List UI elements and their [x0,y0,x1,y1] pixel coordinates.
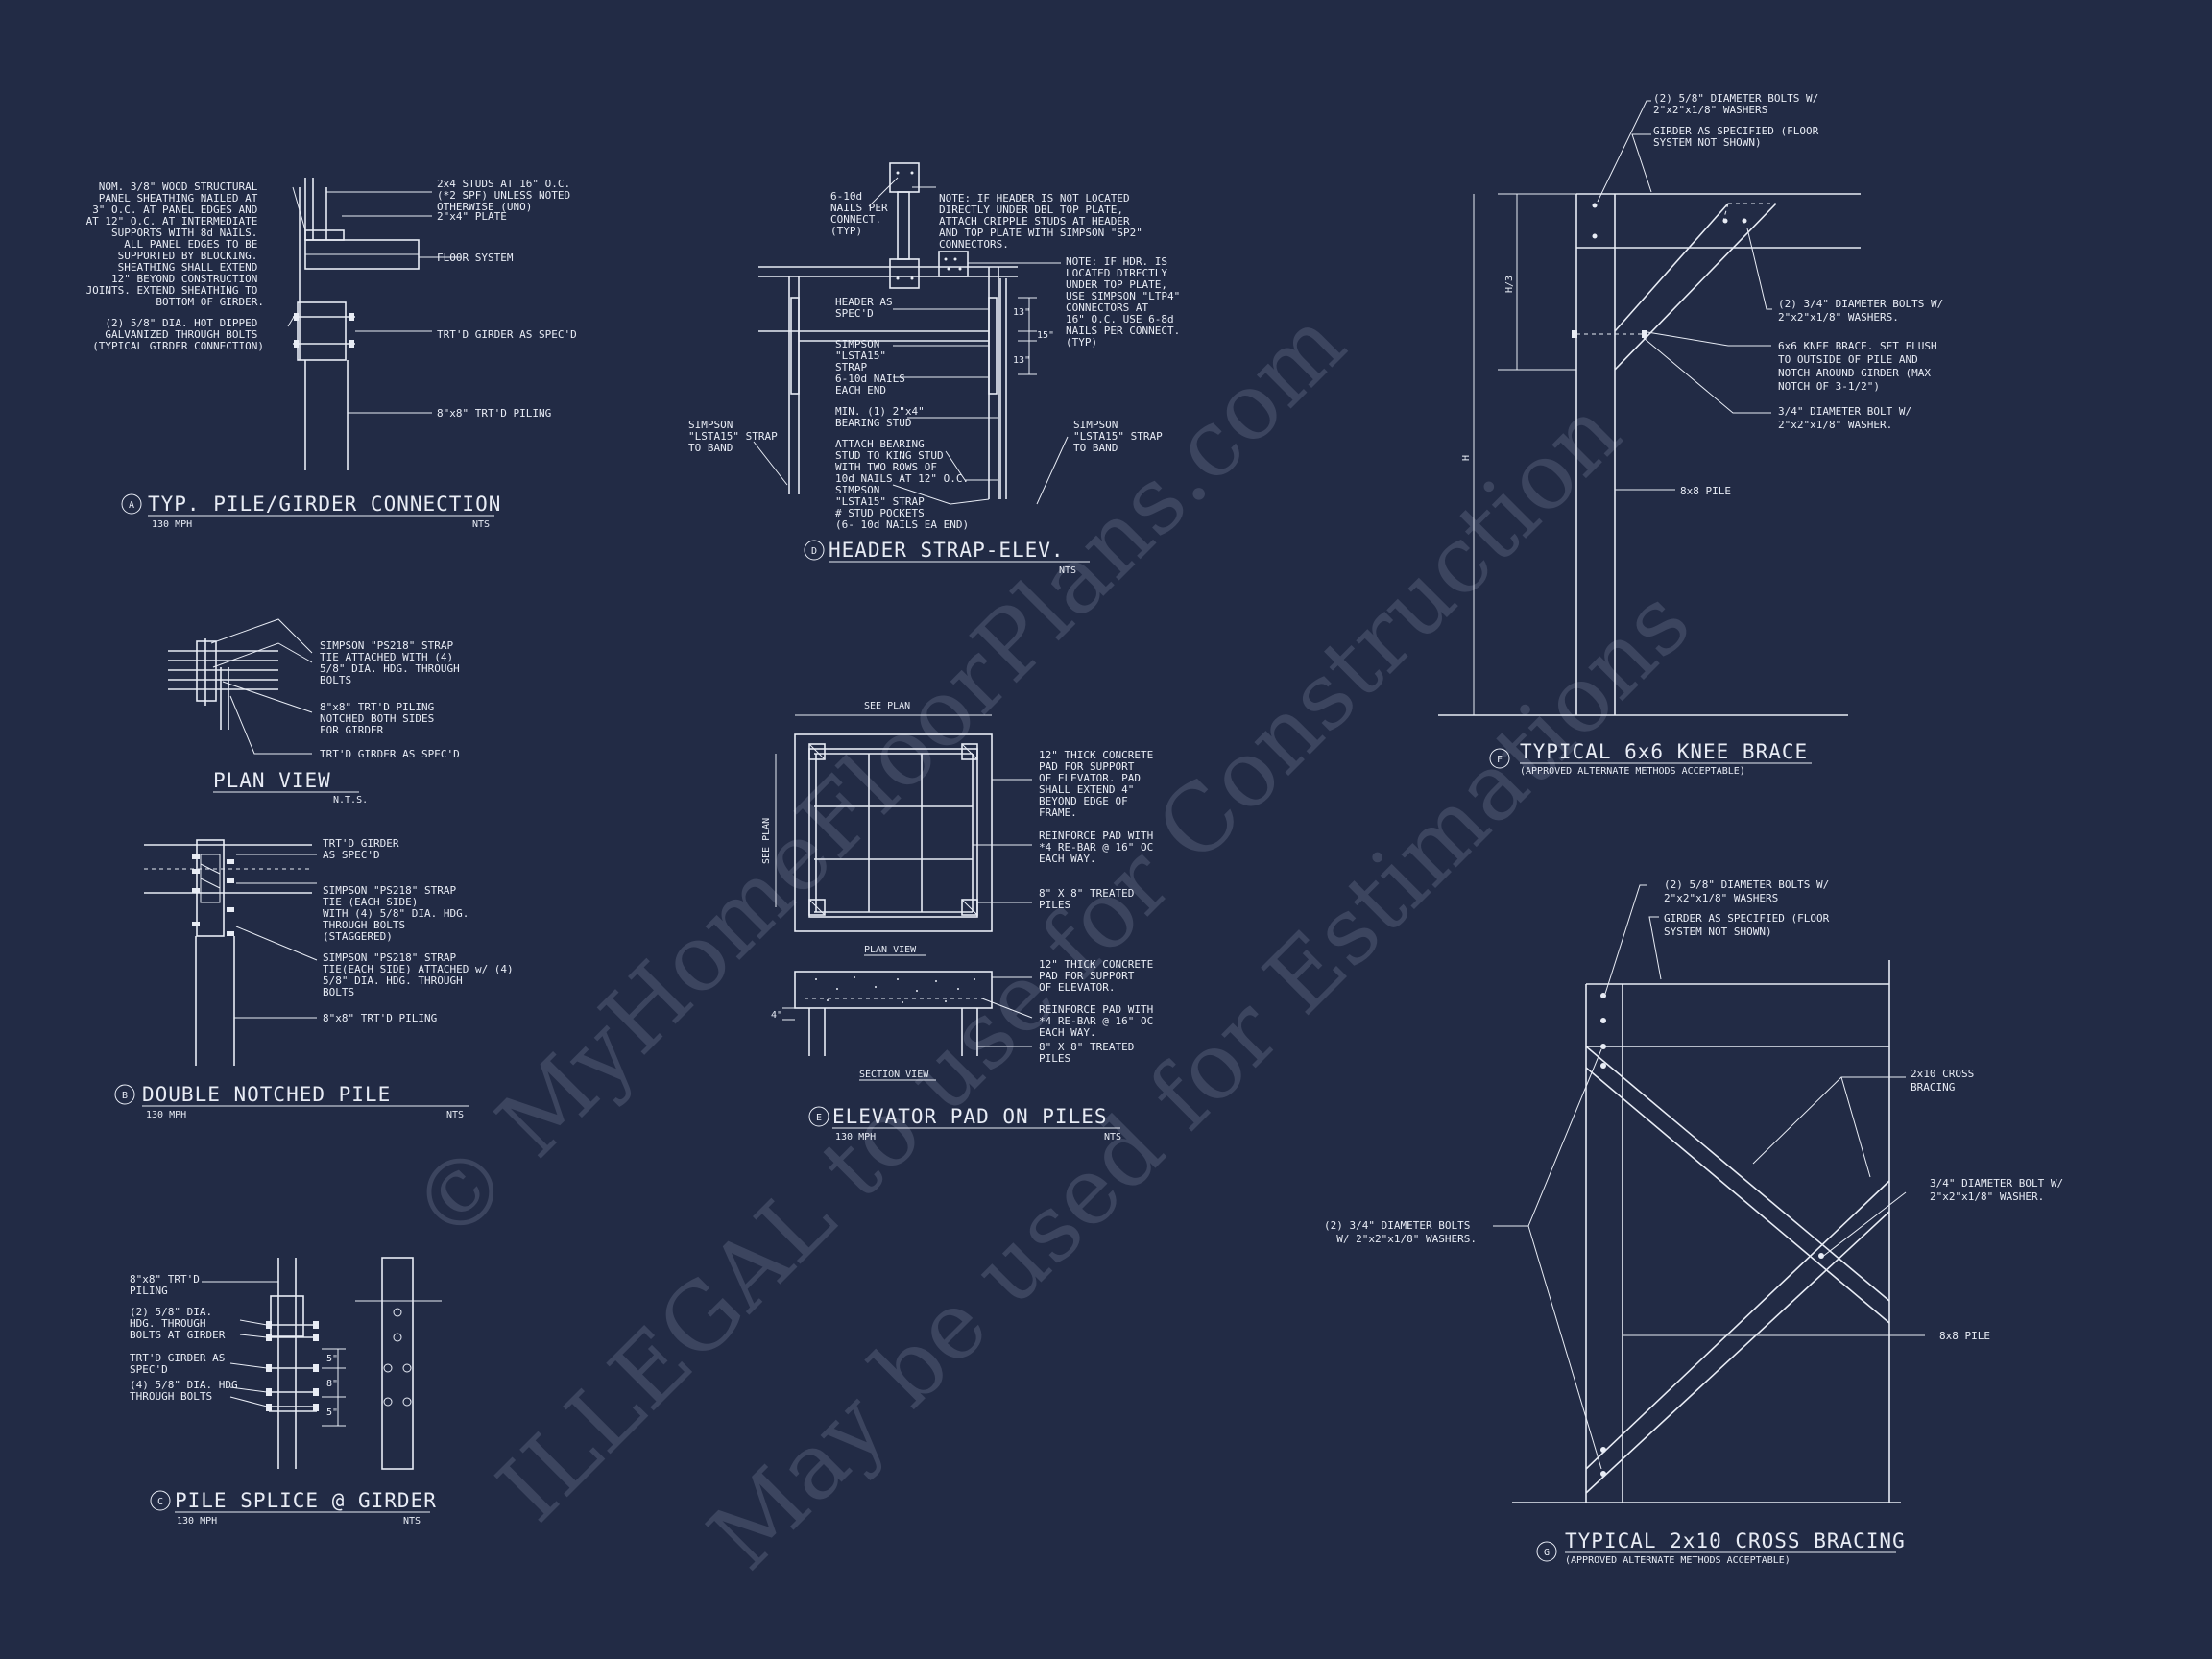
detail-d-header-strap: 13" 15" 13" 6-10d NAILS PER CONNECT. (TY… [688,162,1187,576]
detail-e-title: ELEVATOR PAD ON PILES [832,1105,1108,1128]
detail-e-note-pad2: 12" THICK CONCRETE PAD FOR SUPPORT OF EL… [1039,958,1160,994]
detail-d-note-header1: NOTE: IF HEADER IS NOT LOCATED DIRECTLY … [939,192,1149,251]
detail-d-note-header2: NOTE: IF HDR. IS LOCATED DIRECTLY UNDER … [1066,255,1187,349]
detail-c-tag: C [157,1497,163,1507]
detail-e-note-pad: 12" THICK CONCRETE PAD FOR SUPPORT OF EL… [1039,749,1160,819]
detail-c-title: PILE SPLICE @ GIRDER [175,1489,437,1512]
detail-b-note-piling: 8"x8" TRT'D PILING [323,1012,437,1024]
detail-d-note-10d: 6-10d NAILS EACH END [835,373,911,397]
detail-a-wind: 130 MPH [152,519,192,530]
detail-g-note-bolt1: 3/4" DIAMETER BOLT W/ 2"x2"x1/8" WASHER. [1930,1177,2070,1203]
detail-c-dim-3: 5" [326,1407,338,1418]
detail-d-scale: NTS [1059,565,1076,576]
detail-f-dim-h3: H/3 [1504,276,1515,293]
detail-c-note-piling: 8"x8" TRT'D PILING [130,1273,205,1297]
detail-f-note-bolts58: (2) 5/8" DIAMETER BOLTS W/ 2"x2"x1/8" WA… [1653,92,1825,116]
detail-e-note-piles2: 8" X 8" TREATED PILES [1039,1041,1141,1065]
detail-g-note-pile: 8x8 PILE [1939,1330,1990,1342]
detail-d-dim-1: 13" [1013,307,1030,318]
detail-c-dim-1: 5" [326,1354,338,1364]
detail-g-cross-bracing: (2) 5/8" DIAMETER BOLTS W/ 2"x2"x1/8" WA… [1324,878,2070,1566]
watermark-line-3: May be used for Estimations [688,568,1711,1591]
detail-b-title: DOUBLE NOTCHED PILE [142,1083,391,1106]
detail-b-note-girder: TRT'D GIRDER AS SPEC'D [323,837,405,861]
detail-e-see-plan-side: SEE PLAN [761,818,772,864]
detail-d-note-hdr: HEADER AS SPEC'D [835,296,899,320]
detail-g-note-bolts58: (2) 5/8" DIAMETER BOLTS W/ 2"x2"x1/8" WA… [1664,878,1836,904]
watermark: © MyHomeFloorPlans.com ILLEGAL to use fo… [391,289,1711,1590]
detail-g-tag: G [1544,1548,1550,1558]
detail-c-note-girder: TRT'D GIRDER AS SPEC'D [130,1352,231,1376]
detail-b-note-strap1: SIMPSON "PS218" STRAP TIE (EACH SIDE) WI… [323,884,475,943]
detail-b-wind: 130 MPH [146,1110,186,1120]
detail-c-wind: 130 MPH [177,1516,217,1527]
detail-f-note-brace: 6x6 KNEE BRACE. SET FLUSH TO OUTSIDE OF … [1778,340,1943,393]
detail-d-tag: D [811,546,817,557]
detail-g-note-cross: 2x10 CROSS BRACING [1911,1068,1981,1094]
detail-e-wind: 130 MPH [835,1132,876,1142]
detail-d-note-attach: ATTACH BEARING STUD TO KING STUD WITH TW… [835,438,969,485]
detail-a-note-sheathing: NOM. 3/8" WOOD STRUCTURAL PANEL SHEATHIN… [86,180,264,308]
detail-f-subtitle: (APPROVED ALTERNATE METHODS ACCEPTABLE) [1520,766,1745,777]
plan-view-note-girder: TRT'D GIRDER AS SPEC'D [320,748,460,760]
detail-a-note-plate: 2"x4" PLATE [437,210,507,223]
detail-a-note-floor: FLOOR SYSTEM [437,252,514,264]
detail-e-scale: NTS [1104,1132,1121,1142]
detail-c-pile-splice: 5" 8" 5" 8"x8" TRT'D PILING (2) 5/8" DIA… [130,1257,442,1527]
detail-plan-view: SIMPSON "PS218" STRAP TIE ATTACHED WITH … [168,618,466,805]
detail-e-dim-4: 4" [771,1010,782,1021]
detail-a-note-studs: 2x4 STUDS AT 16" O.C. (*2 SPF) UNLESS NO… [437,178,577,213]
detail-g-note-girder: GIRDER AS SPECIFIED (FLOOR SYSTEM NOT SH… [1664,912,1836,938]
detail-e-note-rebar2: REINFORCE PAD WITH *4 RE-BAR @ 16" OC EA… [1039,1003,1160,1039]
detail-a-title: TYP. PILE/GIRDER CONNECTION [148,493,501,516]
detail-d-note-strap: SIMPSON "LSTA15" STRAP [835,338,893,373]
detail-e-tag: E [816,1113,822,1123]
detail-d-dim-3: 13" [1013,355,1030,366]
detail-d-note-nails: 6-10d NAILS PER CONNECT. (TYP) [830,190,894,237]
detail-c-note-bolts4: (4) 5/8" DIA. HDG THROUGH BOLTS [130,1379,244,1403]
detail-a-note-piling: 8"x8" TRT'D PILING [437,407,551,420]
detail-a-tag: A [129,500,134,511]
plan-view-note-strap: SIMPSON "PS218" STRAP TIE ATTACHED WITH … [320,639,466,686]
detail-b-note-strap2: SIMPSON "PS218" STRAP TIE(EACH SIDE) ATT… [323,951,519,998]
detail-e-see-plan-top: SEE PLAN [864,701,910,711]
detail-e-elevator-pad: SEE PLAN SEE PLAN PLAN VIEW [761,701,1160,1142]
detail-d-note-band-right: SIMPSON "LSTA15" STRAP TO BAND [1073,419,1168,454]
detail-f-tag: F [1497,755,1503,765]
detail-b-scale: NTS [446,1110,464,1120]
detail-a-pile-girder-connection: NOM. 3/8" WOOD STRUCTURAL PANEL SHEATHIN… [86,178,577,530]
detail-f-title: TYPICAL 6x6 KNEE BRACE [1520,740,1808,763]
detail-g-title: TYPICAL 2x10 CROSS BRACING [1565,1529,1906,1552]
detail-g-note-bolts34: (2) 3/4" DIAMETER BOLTS W/ 2"x2"x1/8" WA… [1324,1219,1477,1245]
plan-view-title: PLAN VIEW [213,769,331,792]
detail-f-dim-h: H [1461,455,1472,461]
detail-d-note-bearing: MIN. (1) 2"x4" BEARING STUD [835,405,930,429]
plan-view-scale: N.T.S. [333,795,368,805]
detail-c-note-bolts2: (2) 5/8" DIA. HDG. THROUGH BOLTS AT GIRD… [130,1306,226,1341]
detail-c-scale: NTS [403,1516,421,1527]
plan-view-note-piling: 8"x8" TRT'D PILING NOTCHED BOTH SIDES FO… [320,701,441,736]
detail-a-scale: NTS [472,519,490,530]
detail-e-note-piles: 8" X 8" TREATED PILES [1039,887,1141,911]
detail-c-dim-2: 8" [326,1379,338,1389]
detail-d-title: HEADER STRAP-ELEV. [829,539,1065,562]
detail-d-note-band-left: SIMPSON "LSTA15" STRAP TO BAND [688,419,783,454]
detail-d-dim-2: 15" [1037,330,1054,341]
detail-f-note-bolt1: 3/4" DIAMETER BOLT W/ 2"x2"x1/8" WASHER. [1778,405,1918,431]
detail-f-knee-brace: H/3 H (2) 5/8" DIAMETER BOLTS W/ 2"x2"x1… [1438,92,1950,777]
detail-b-tag: B [122,1091,128,1101]
detail-a-note-girder: TRT'D GIRDER AS SPEC'D [437,328,577,341]
detail-e-section-label: SECTION VIEW [859,1070,929,1080]
detail-e-plan-label: PLAN VIEW [864,945,917,955]
detail-g-subtitle: (APPROVED ALTERNATE METHODS ACCEPTABLE) [1565,1555,1791,1566]
detail-f-note-pile: 8x8 PILE [1680,485,1731,497]
detail-d-note-pockets: SIMPSON "LSTA15" STRAP # STUD POCKETS (6… [835,484,969,531]
detail-e-note-rebar: REINFORCE PAD WITH *4 RE-BAR @ 16" OC EA… [1039,830,1160,865]
detail-f-note-bolts34: (2) 3/4" DIAMETER BOLTS W/ 2"x2"x1/8" WA… [1778,298,1950,324]
detail-f-note-girder: GIRDER AS SPECIFIED (FLOOR SYSTEM NOT SH… [1653,125,1825,149]
detail-b-double-notched-pile: TRT'D GIRDER AS SPEC'D SIMPSON "PS218" S… [114,837,519,1120]
detail-a-note-bolts: (2) 5/8" DIA. HOT DIPPED GALVANIZED THRO… [92,317,264,352]
